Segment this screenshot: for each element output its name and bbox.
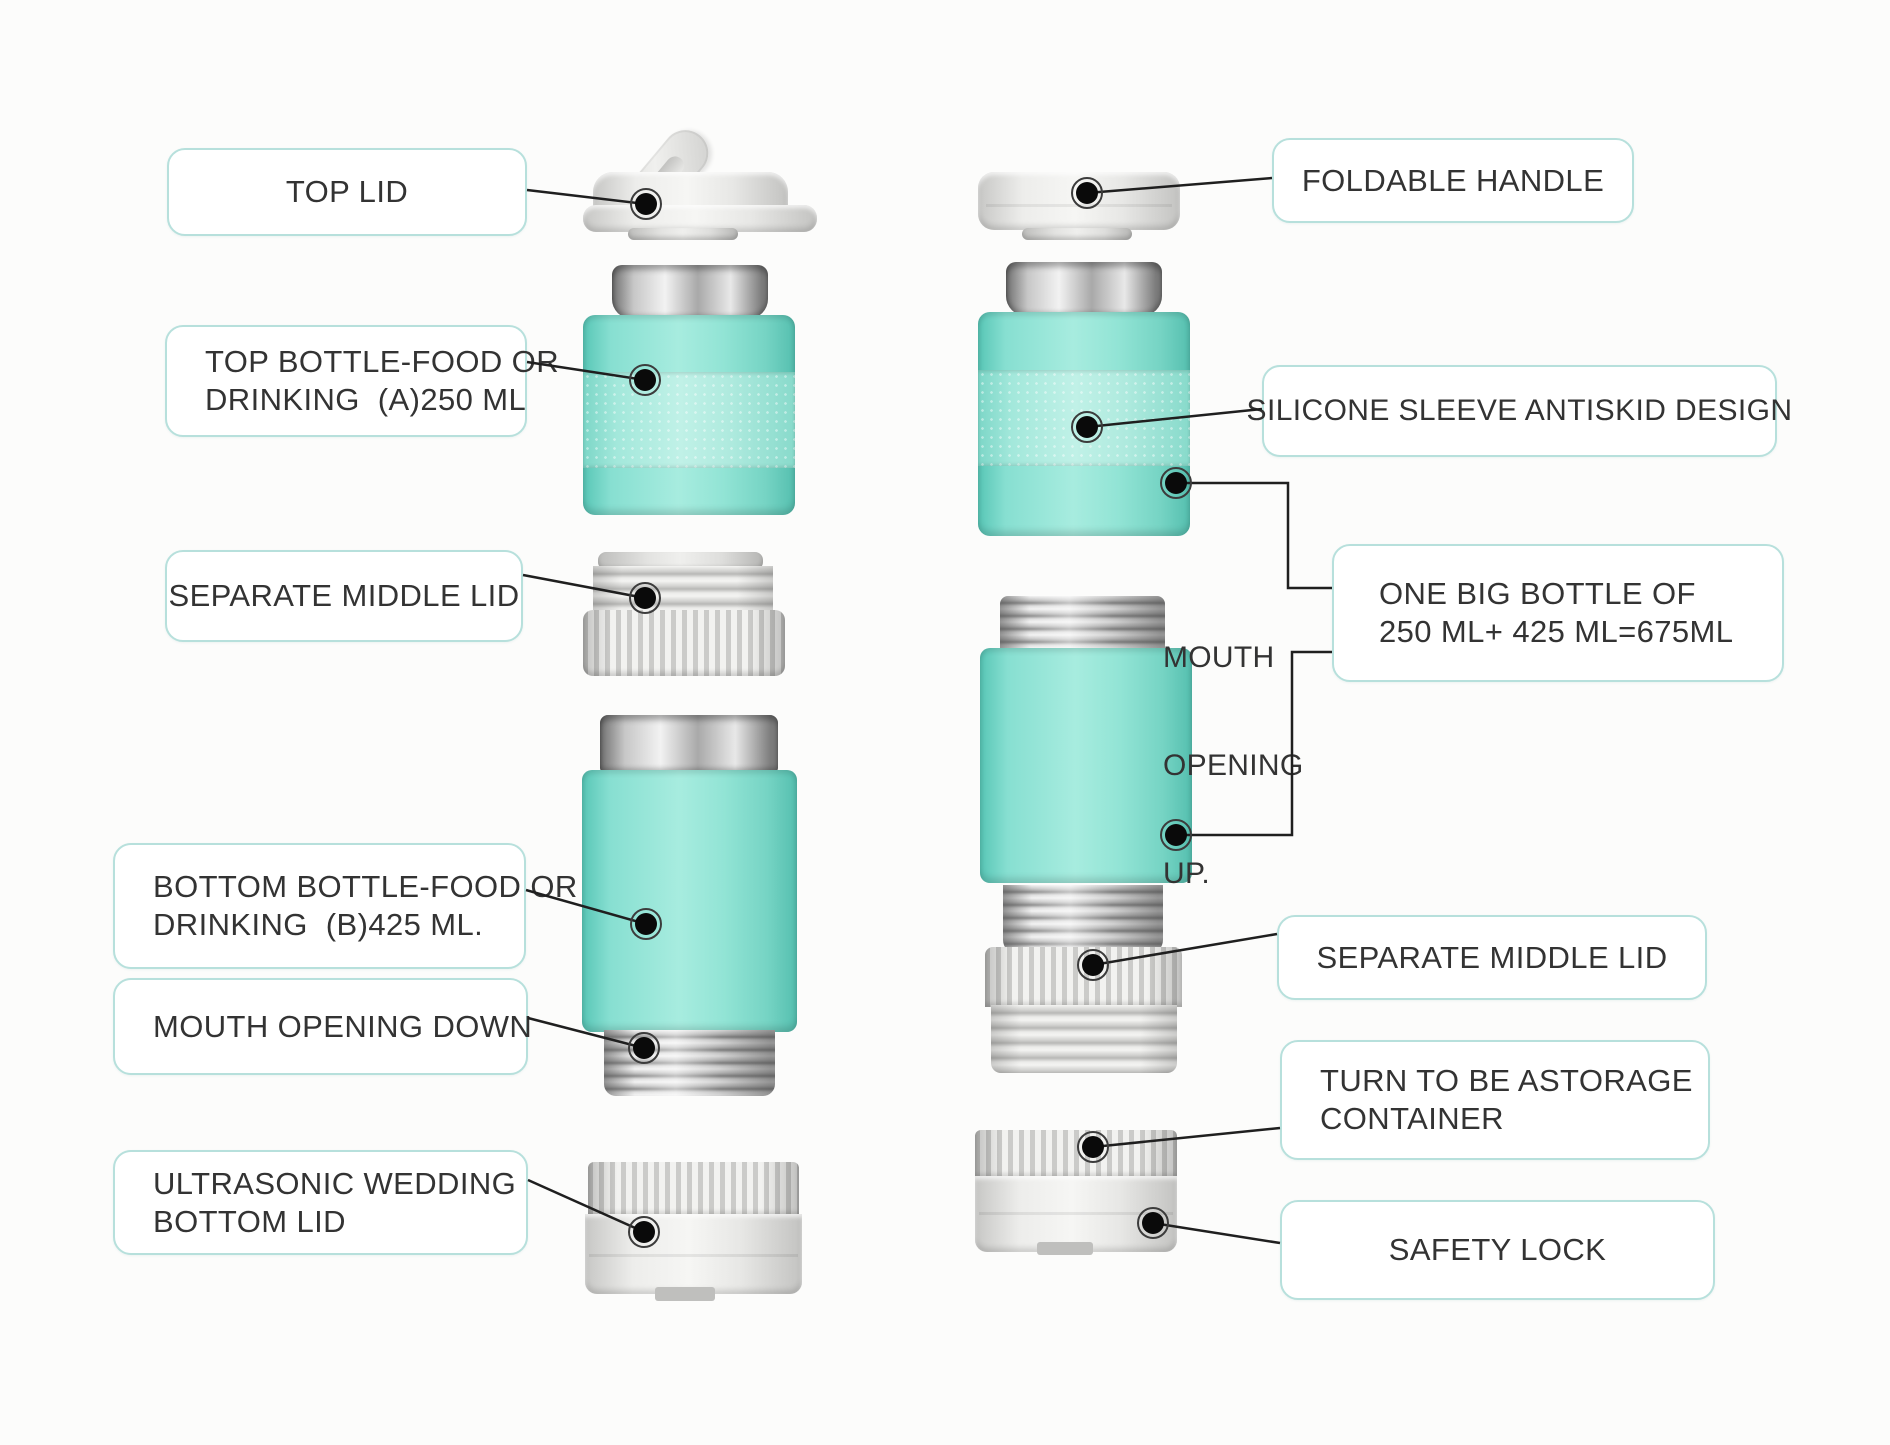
text-mouth-line1: MOUTH xyxy=(1163,641,1275,674)
label-separate-middle-lid-right-text: SEPARATE MIDDLE LID xyxy=(1316,939,1668,975)
sleeve-bottle-silicone-band xyxy=(978,370,1190,466)
big-bottle-bottom-threads xyxy=(1003,885,1163,954)
sleeve-bottle-steel-mouth xyxy=(1006,262,1162,316)
label-mouth-opening-down-text: MOUTH OPENING DOWN xyxy=(153,1008,533,1044)
label-one-big-bottle-line1: ONE BIG BOTTLE OF xyxy=(1379,576,1696,612)
label-ultrasonic-line1: ULTRASONIC WEDDING xyxy=(153,1165,517,1201)
label-safety-lock-text: SAFETY LOCK xyxy=(1388,1232,1607,1268)
label-foldable-handle-text: FOLDABLE HANDLE xyxy=(1301,162,1605,198)
text-mouth-line2: OPENING xyxy=(1163,749,1304,782)
bottom-lid-seam xyxy=(589,1254,798,1257)
label-separate-middle-lid-left: SEPARATE MIDDLE LID xyxy=(165,550,523,642)
bottom-lid-ridge-band xyxy=(588,1162,799,1216)
top-bottle-steel-mouth xyxy=(612,265,768,319)
label-ultrasonic-line2: BOTTOM LID xyxy=(153,1203,346,1239)
label-one-big-bottle: ONE BIG BOTTLE OF 250 ML+ 425 ML=675ML xyxy=(1332,544,1784,682)
big-bottle-body xyxy=(980,648,1192,883)
bottom-lid-right-illustration xyxy=(975,1130,1177,1260)
sleeve-bottle-illustration xyxy=(978,262,1190,536)
label-ultrasonic-bottom-lid: ULTRASONIC WEDDING BOTTOM LID xyxy=(113,1150,528,1255)
label-turn-storage-line2: CONTAINER xyxy=(1320,1101,1504,1136)
label-bottom-bottle: BOTTOM BOTTLE-FOOD OR DRINKING (B)425 ML… xyxy=(113,843,577,969)
middle-lid-left-illustration xyxy=(583,552,785,676)
flat-lid-body xyxy=(978,172,1180,230)
label-bottom-bottle-line2: DRINKING (B)425 ML. xyxy=(153,907,484,942)
bottom-lid-notch xyxy=(655,1287,715,1301)
label-one-big-bottle-line2: 250 ML+ 425 ML=675ML xyxy=(1379,614,1734,649)
middle-lid-right-illustration xyxy=(985,947,1182,1073)
label-silicone-sleeve-text: SILICONE SLEEVE ANTISKID DESIGN xyxy=(1246,393,1793,427)
top-bottle-silicone-band xyxy=(583,372,795,468)
label-turn-storage: TURN TO BE ASTORAGE CONTAINER xyxy=(1280,1040,1710,1160)
big-bottle-mouth-threads xyxy=(1000,596,1165,650)
middle-lid-knurl-ring xyxy=(583,610,785,676)
flat-lid-handle-seam xyxy=(986,204,1172,207)
top-lid-lip xyxy=(583,205,817,232)
label-top-bottle-line1: TOP BOTTLE-FOOD OR xyxy=(205,344,559,380)
bottom-lid-right-ridge-band xyxy=(975,1130,1177,1178)
flat-lid-illustration xyxy=(978,172,1180,242)
bottom-bottle-threads xyxy=(604,1030,775,1096)
middle-lid-threads xyxy=(593,566,773,612)
bottom-lid-right-notch xyxy=(1037,1242,1093,1255)
label-top-bottle-line2: DRINKING (A)250 ML xyxy=(205,382,527,417)
top-lid-base xyxy=(628,228,738,240)
bottom-lid-right-seam xyxy=(979,1212,1173,1215)
label-bottom-bottle-line1: BOTTOM BOTTLE-FOOD OR xyxy=(153,869,578,905)
big-bottle-illustration xyxy=(980,596,1192,958)
label-foldable-handle: FOLDABLE HANDLE xyxy=(1272,138,1634,223)
top-lid-illustration xyxy=(583,112,817,241)
label-top-lid: TOP LID xyxy=(167,148,527,236)
label-mouth-opening-down: MOUTH OPENING DOWN xyxy=(113,978,532,1075)
text-mouth-opening-up: MOUTH OPENING UP. xyxy=(1163,568,1303,964)
bottom-bottle-steel-rim xyxy=(600,715,778,772)
middle-lid-right-threads xyxy=(991,1005,1177,1073)
text-mouth-line3: UP. xyxy=(1163,857,1211,890)
label-turn-storage-line1: TURN TO BE ASTORAGE xyxy=(1320,1063,1693,1099)
top-bottle-illustration xyxy=(583,265,795,515)
bottom-bottle-illustration xyxy=(582,715,797,1097)
label-separate-middle-lid-right: SEPARATE MIDDLE LID xyxy=(1277,915,1707,1000)
label-top-lid-text: TOP LID xyxy=(285,174,409,210)
bottom-bottle-body xyxy=(582,770,797,1032)
label-silicone-sleeve: SILICONE SLEEVE ANTISKID DESIGN xyxy=(1247,365,1792,457)
label-separate-middle-lid-left-text: SEPARATE MIDDLE LID xyxy=(168,578,520,614)
middle-lid-top-ring xyxy=(598,552,763,570)
middle-lid-right-knurl xyxy=(985,947,1182,1007)
label-top-bottle: TOP BOTTLE-FOOD OR DRINKING (A)250 ML xyxy=(165,325,559,437)
label-safety-lock: SAFETY LOCK xyxy=(1280,1200,1715,1300)
flat-lid-base xyxy=(1022,228,1132,240)
bottom-lid-left-illustration xyxy=(585,1162,802,1307)
